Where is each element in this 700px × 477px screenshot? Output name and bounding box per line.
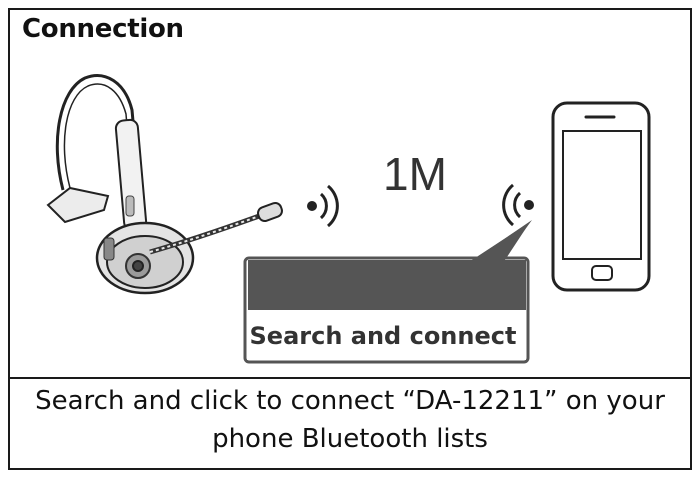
callout-text: Search and connect bbox=[250, 322, 517, 350]
instruction-frame bbox=[8, 8, 692, 470]
instruction-caption: Search and click to connect “DA-12211” o… bbox=[10, 382, 690, 458]
signal-in-icon bbox=[502, 183, 534, 227]
search-callout: Search and connect bbox=[243, 220, 532, 364]
smartphone-icon bbox=[551, 101, 651, 292]
distance-label: 1M bbox=[383, 148, 447, 200]
caption-line-1: Search and click to connect “DA-12211” o… bbox=[35, 386, 665, 416]
section-title: Connection bbox=[22, 14, 184, 44]
caption-line-2: phone Bluetooth lists bbox=[212, 424, 488, 454]
caption-divider bbox=[8, 377, 692, 379]
signal-out-icon bbox=[307, 184, 339, 228]
headset-icon bbox=[46, 74, 283, 295]
